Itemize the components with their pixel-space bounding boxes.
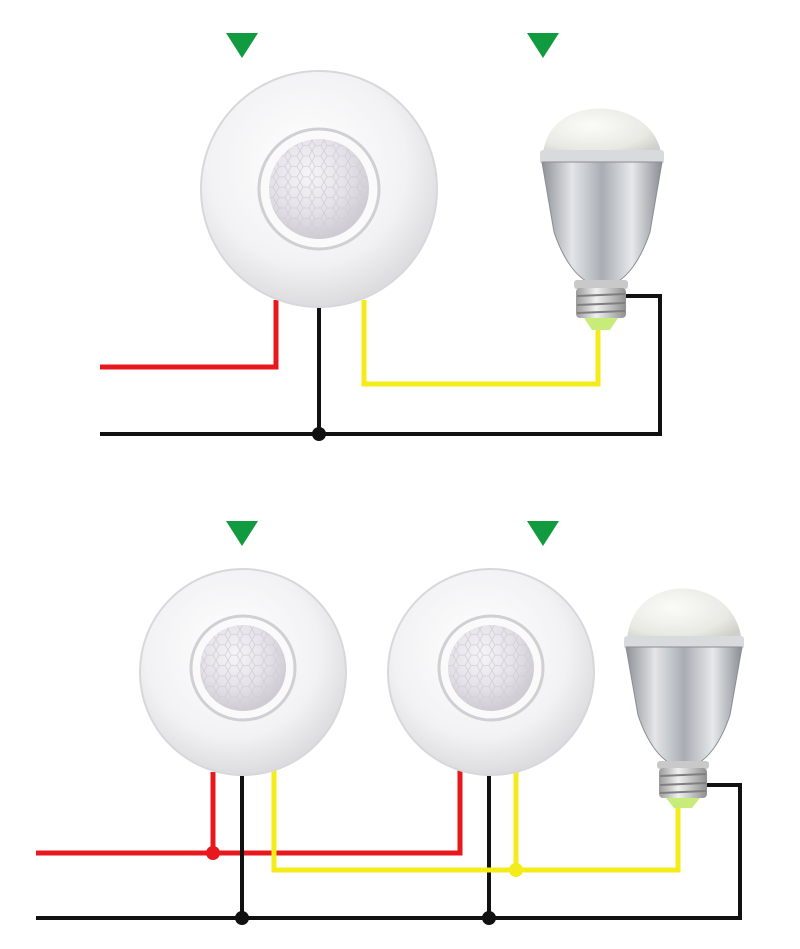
junction-dot bbox=[509, 863, 523, 877]
neutral-wire bbox=[36, 783, 742, 920]
junction-dot bbox=[235, 911, 249, 925]
live-wire bbox=[100, 300, 279, 370]
triangle-down-icon bbox=[226, 33, 258, 58]
load-wire bbox=[361, 300, 601, 387]
led-bulb-icon bbox=[624, 588, 744, 808]
junction-dot bbox=[482, 911, 496, 925]
led-bulb-icon bbox=[540, 108, 664, 330]
pir-motion-sensor-icon bbox=[139, 568, 347, 776]
load-wire bbox=[271, 770, 681, 873]
pir-motion-sensor-icon bbox=[387, 568, 595, 776]
live-wire bbox=[36, 768, 463, 856]
neutral-wire bbox=[100, 294, 662, 436]
junction-dot bbox=[206, 846, 220, 860]
dual-sensor-parallel-wiring bbox=[36, 521, 744, 925]
triangle-down-icon bbox=[527, 521, 559, 546]
triangle-down-icon bbox=[226, 521, 258, 546]
junction-dot bbox=[312, 427, 326, 441]
pir-motion-sensor-icon bbox=[200, 70, 438, 308]
triangle-down-icon bbox=[527, 33, 559, 58]
single-sensor-wiring bbox=[100, 33, 664, 441]
